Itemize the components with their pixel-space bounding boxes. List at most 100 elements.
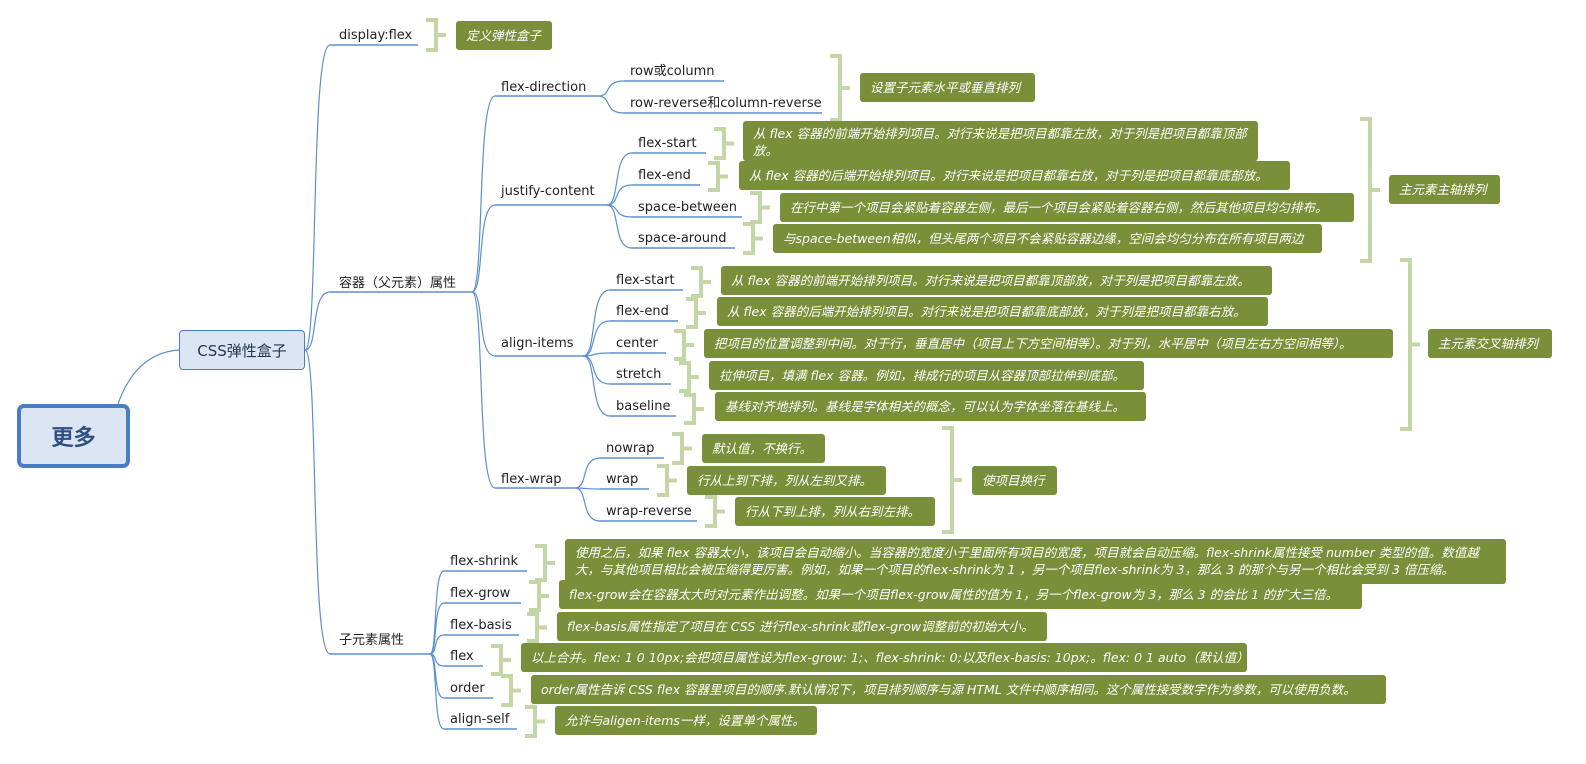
node-fw-nowrap[interactable]: nowrap [606,441,655,456]
note-fw-wrap[interactable]: 行从上到下排，列从左到又排。 [687,466,886,495]
bracket-flex [491,644,511,676]
bracket-main-axis [1360,117,1380,263]
connector-root-main [117,349,180,405]
bracket-ai-flex-end [686,297,706,329]
connector-child-order [429,653,445,699]
connector-child-basis [429,634,445,655]
connector-container-direction [471,95,496,293]
note-display-flex[interactable]: 定义弹性盒子 [456,21,552,50]
connector-justify-end [606,184,633,206]
node-display-flex[interactable]: display:flex [339,28,413,43]
note-jc-space-between[interactable]: 在行中第一个项目会紧贴着容器左侧，最后一个项目会紧贴着容器右侧，然后其他项目均匀… [780,193,1354,222]
node-ai-center[interactable]: center [616,336,658,351]
node-align-items[interactable]: align-items [501,336,574,351]
note-ai-baseline[interactable]: 基线对齐地排列。基线是字体相关的概念，可以认为字体坐落在基线上。 [715,392,1146,421]
note-ai-center[interactable]: 把项目的位置调整到中间。对于行，垂直居中（项目上下方空间相等）。对于列，水平居中… [704,329,1393,358]
note-flex-shrink[interactable]: 使用之后，如果 flex 容器太小，该项目会自动缩小。当容器的宽度小于里面所有项… [565,539,1506,584]
bracket-jc-space-around [743,222,763,255]
connector-justify-start [606,152,633,206]
node-ai-stretch[interactable]: stretch [616,367,662,382]
bracket-cross-axis [1400,258,1420,431]
node-justify-content[interactable]: justify-content [501,184,595,199]
note-flex-basis[interactable]: flex-basis属性指定了项目在 CSS 进行flex-shrink或fle… [557,612,1047,641]
note-flex[interactable]: 以上合并。flex: 1 0 10px;会把项目属性设为flex-grow: 1… [521,643,1247,672]
node-order[interactable]: order [450,681,485,696]
node-flex-basis[interactable]: flex-basis [450,618,512,633]
node-ai-flex-start[interactable]: flex-start [616,273,675,288]
node-flex-grow[interactable]: flex-grow [450,586,511,601]
note-ai-flex-end[interactable]: 从 flex 容器的后端开始排列项目。对行来说是把项目都靠底部放，对于列是把项目… [717,297,1268,326]
note-ai-stretch[interactable]: 拉伸项目，填满 flex 容器。例如，排成行的项目从容器顶部拉伸到底部。 [709,361,1144,390]
bracket-ai-center [674,329,694,361]
note-align-self[interactable]: 允许与aligen-items一样，设置单个属性。 [555,706,817,735]
connector-child-self [429,653,445,730]
bracket-ai-flex-start [691,266,711,298]
note-flex-grow[interactable]: flex-grow会在容器太大时对元素作出调整。如果一个项目flex-grow属… [559,580,1362,609]
connector-container-justify [471,204,496,293]
connector-justify-around [606,204,633,249]
note-main-axis[interactable]: 主元素主轴排列 [1389,175,1500,204]
note-fw-nowrap[interactable]: 默认值，不换行。 [702,434,825,463]
node-flex-direction[interactable]: flex-direction [501,80,587,95]
note-jc-flex-end[interactable]: 从 flex 容器的后端开始排列项目。对行来说是把项目都靠右放，对于列是把项目都… [739,161,1290,190]
bracket-flex-shrink [535,544,555,582]
node-flex[interactable]: flex [450,649,474,664]
connector-main-display [304,44,331,351]
node-jc-space-between[interactable]: space-between [638,200,738,215]
bracket-fw-wrap [657,464,677,497]
bracket-wrap-items [942,426,962,534]
bracket-direction [830,54,850,122]
bracket-align-self [525,705,545,738]
bracket-order [501,674,521,707]
connector-main-container [304,291,331,351]
node-jc-flex-start[interactable]: flex-start [638,136,697,151]
node-align-self[interactable]: align-self [450,712,510,727]
node-ai-flex-end[interactable]: flex-end [616,304,669,319]
node-fw-wrap-reverse[interactable]: wrap-reverse [606,504,692,519]
main-node[interactable]: CSS弹性盒子 [179,330,305,370]
connector-direction-b [597,95,625,114]
connector-align-start [582,289,611,357]
connector-align-stretch [582,355,611,385]
bracket-ai-stretch [679,361,699,393]
node-jc-space-around[interactable]: space-around [638,231,727,246]
note-cross-axis[interactable]: 主元素交叉轴排列 [1428,329,1552,358]
bracket-ai-baseline [684,393,704,425]
note-fw-wrap-reverse[interactable]: 行从下到上排，列从右到左排。 [735,497,935,526]
bracket-fw-nowrap [672,432,692,465]
note-jc-space-around[interactable]: 与space-between相似，但头尾两个项目不会紧贴容器边缘，空间会均匀分布… [773,224,1322,253]
connector-align-baseline [582,355,611,417]
node-row-or-column[interactable]: row或column [630,64,715,79]
connector-wrap-reverse [574,487,601,522]
node-flex-shrink[interactable]: flex-shrink [450,554,519,569]
connector-direction-a [597,80,625,97]
node-fw-wrap[interactable]: wrap [606,472,639,487]
connector-wrap-nowrap [574,457,601,489]
note-ai-flex-start[interactable]: 从 flex 容器的前端开始排列项目。对行来说是把项目都靠顶部放，对于列是把项目… [721,266,1272,295]
node-jc-flex-end[interactable]: flex-end [638,168,691,183]
node-row-reverse[interactable]: row-reverse和column-reverse [630,96,822,111]
connector-container-wrap [471,291,496,489]
node-flex-wrap[interactable]: flex-wrap [501,472,562,487]
connector-align-end [582,320,611,357]
note-wrap-items[interactable]: 使项目换行 [972,466,1057,495]
bracket-flex-grow [529,580,549,612]
bracket-jc-flex-start [714,127,734,160]
bracket-jc-space-between [750,191,770,224]
connector-child-grow [429,602,445,655]
bracket-flex-basis [527,612,547,643]
node-child-props[interactable]: 子元素属性 [339,633,405,648]
note-direction[interactable]: 设置子元素水平或垂直排列 [860,73,1035,102]
connector-main-child [304,349,331,655]
bracket-fw-wrap-reverse [705,495,725,528]
note-order[interactable]: order属性告诉 CSS flex 容器里项目的顺序.默认情况下，项目排列顺序… [531,675,1386,704]
node-container-props[interactable]: 容器（父元素）属性 [339,276,457,291]
node-ai-baseline[interactable]: baseline [616,399,671,414]
connector-container-align [471,291,496,357]
bracket-display-flex [426,18,446,52]
root-node[interactable]: 更多 [17,404,130,468]
note-jc-flex-start[interactable]: 从 flex 容器的前端开始排列项目。对行来说是把项目都靠左放，对于列是把项目都… [743,121,1258,161]
bracket-jc-flex-end [708,161,728,192]
